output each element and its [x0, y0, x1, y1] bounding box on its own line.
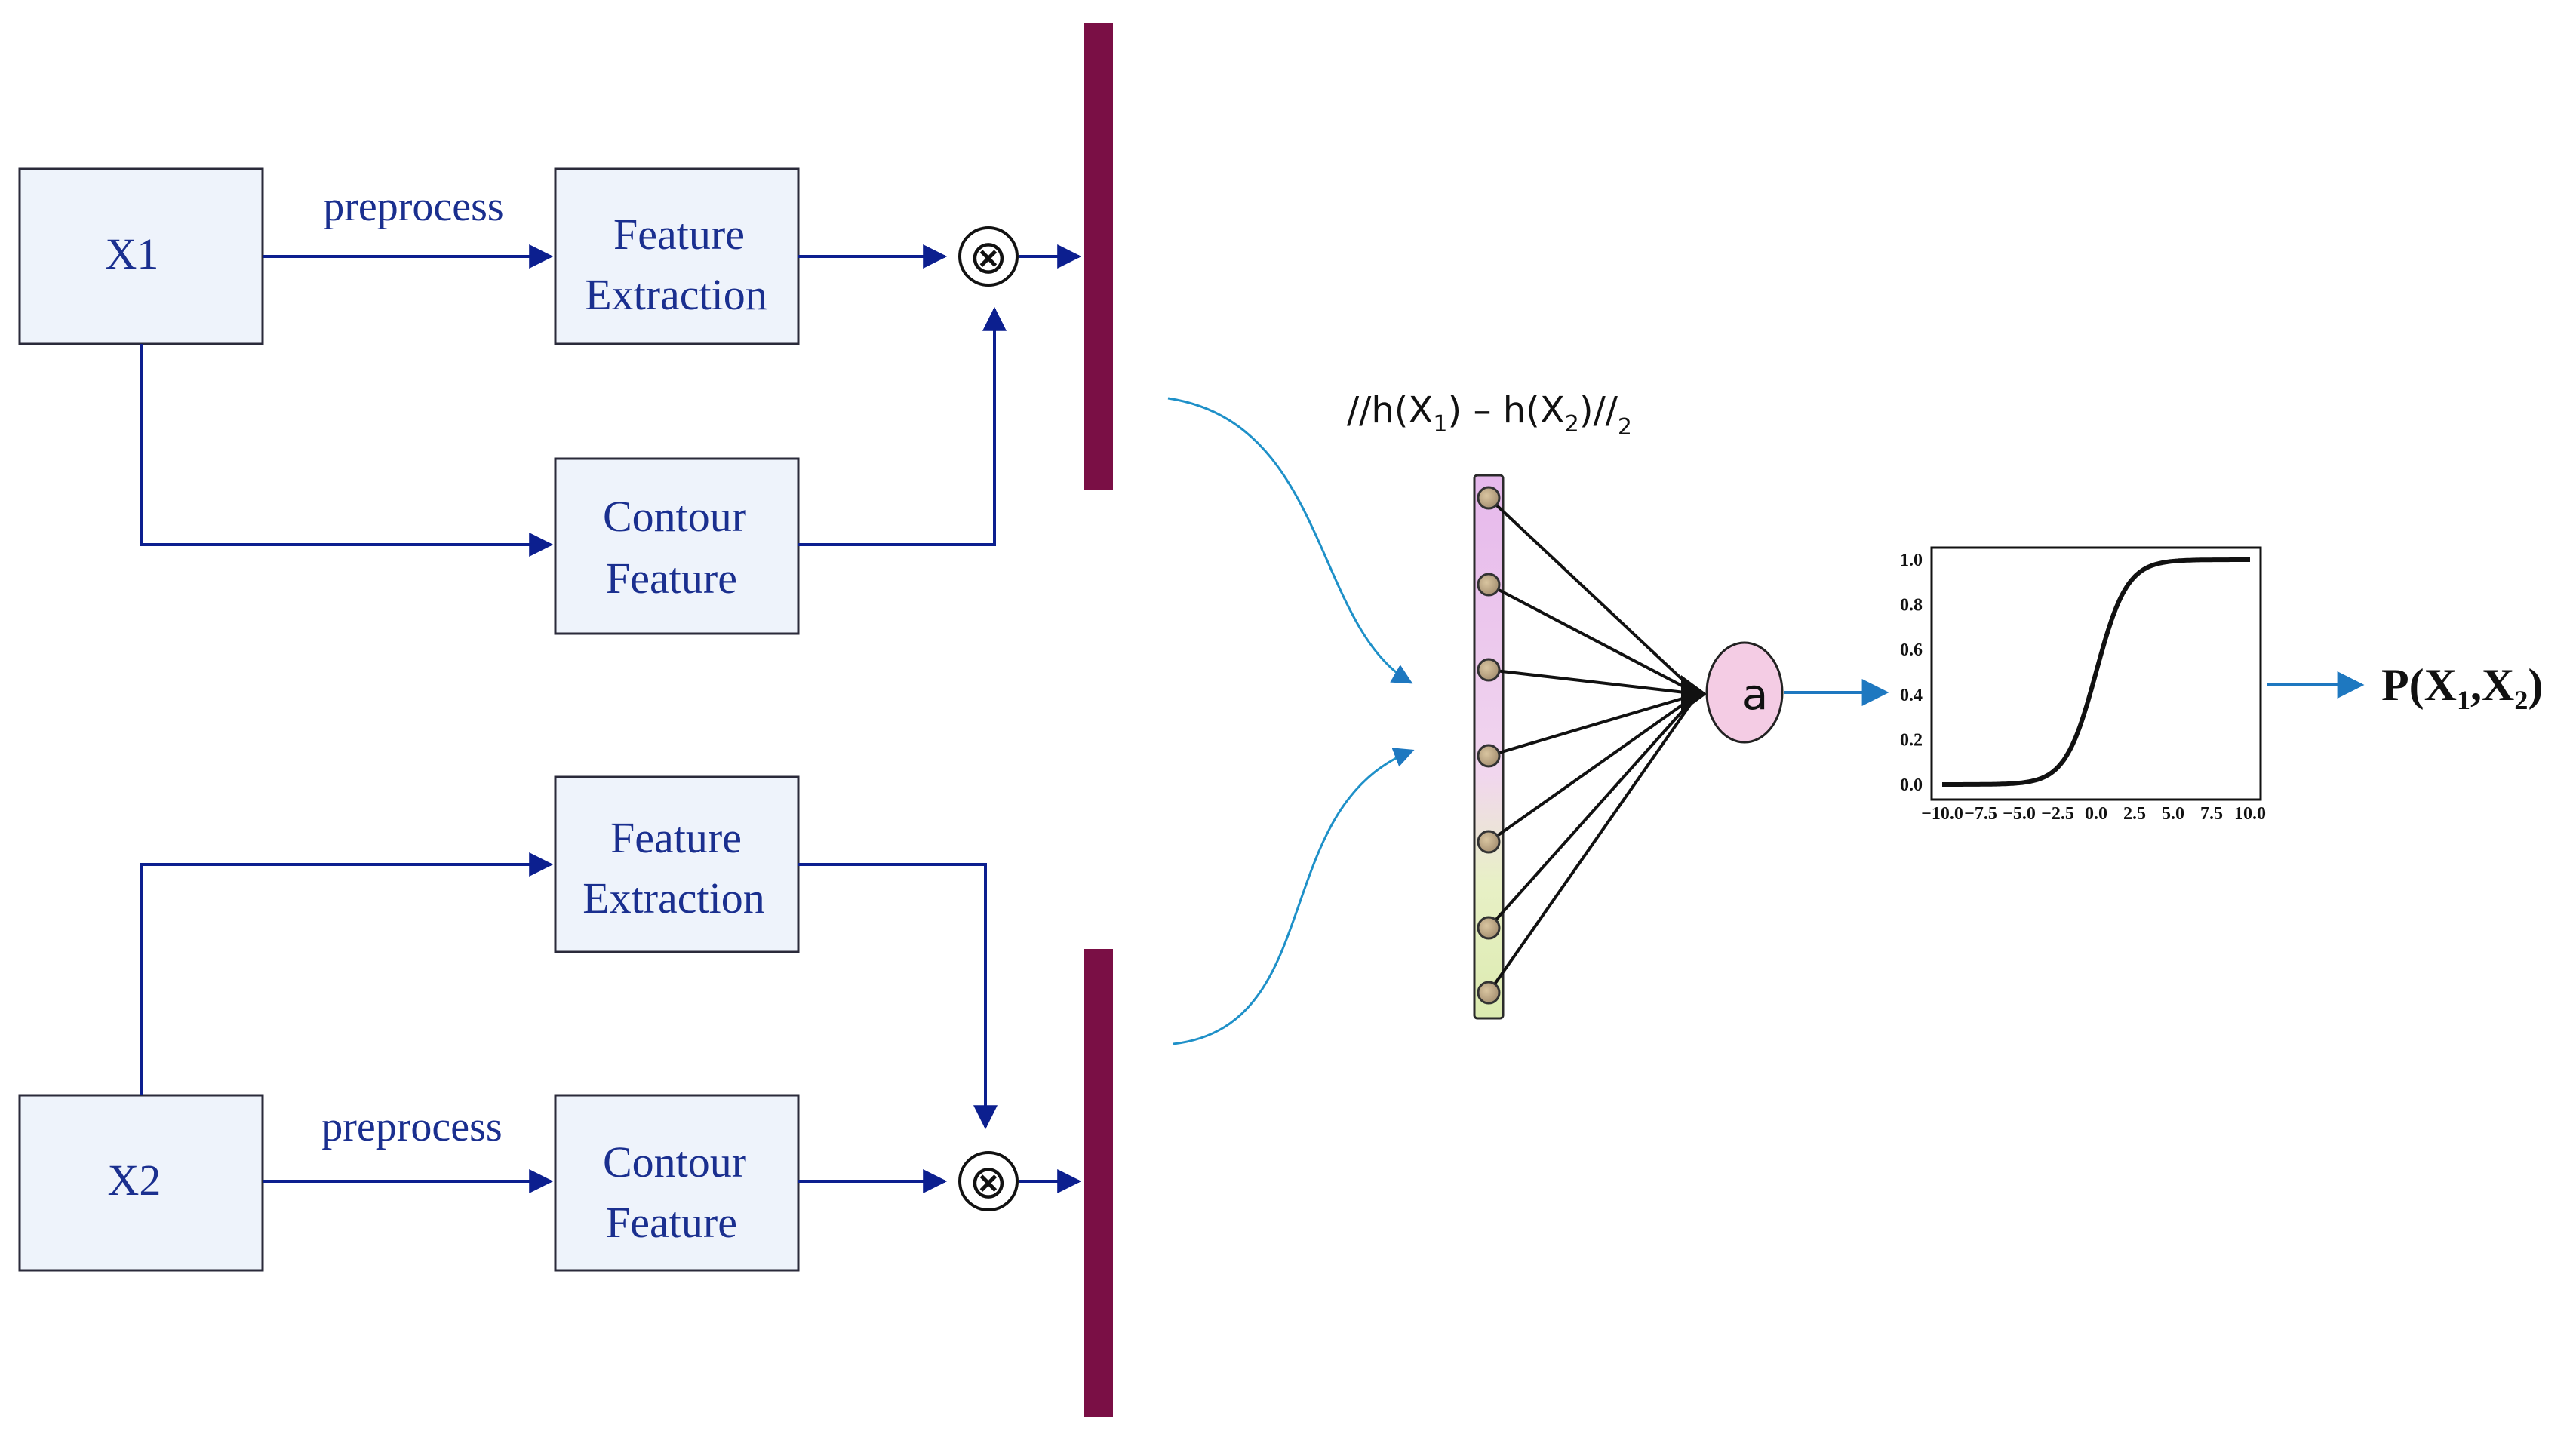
multiply-operator-top	[958, 226, 1019, 287]
y-tick-label: 0.4	[1900, 686, 1923, 705]
connector-x2-to-feature	[140, 852, 554, 1095]
formula-open: //h(X	[1347, 389, 1433, 431]
formula-mid: ) – h(X	[1447, 389, 1564, 431]
input-label-x1: X1	[106, 229, 159, 278]
feature-extraction-label-top-line2: Extraction	[585, 270, 767, 319]
arrow-feature-to-multiply-bottom	[798, 863, 998, 1130]
y-tick-label: 0.8	[1900, 596, 1923, 616]
connection-line	[1487, 692, 1699, 929]
feature-extraction-label-bottom-line1: Feature	[610, 813, 742, 862]
contour-feature-box-top	[554, 457, 800, 635]
layer-node	[1477, 658, 1501, 682]
x-tick-label: −5.0	[2003, 804, 2036, 824]
connections-to-activation	[1487, 496, 1699, 994]
output-sep: ,X	[2470, 660, 2514, 710]
formula-close: )//	[1579, 389, 1618, 431]
y-tick-label: 0.2	[1900, 730, 1923, 750]
distance-layer	[1473, 474, 1707, 1020]
x-tick-label: 2.5	[2123, 804, 2146, 824]
x-tick-label: 10.0	[2234, 804, 2266, 824]
formula-sub2: 2	[1565, 411, 1579, 438]
layer-node	[1477, 830, 1501, 854]
branch-x1: X1 preprocess Feature Extraction Contour…	[18, 23, 1113, 635]
embedding-bar-top	[1084, 23, 1113, 490]
x-tick-label: 5.0	[2162, 804, 2184, 824]
contour-feature-label-bottom-line1: Contour	[603, 1138, 746, 1187]
x-tick-label: −7.5	[1964, 804, 1997, 824]
feature-extraction-label-bottom-line2: Extraction	[583, 874, 765, 923]
formula-sub3: 2	[1618, 414, 1632, 441]
connection-line	[1487, 496, 1699, 695]
embedding-bar-bottom	[1084, 949, 1113, 1417]
curved-arrow-bottom-embedding	[1173, 748, 1415, 1045]
x-tick-label: 7.5	[2200, 804, 2223, 824]
formula-sub1: 1	[1433, 411, 1447, 438]
contour-feature-box-bottom	[554, 1094, 800, 1272]
layer-node	[1477, 486, 1501, 510]
y-tick-label: 0.0	[1900, 775, 1923, 795]
arrow-contour-to-multiply-top	[798, 306, 1007, 546]
connection-arrowhead	[1681, 675, 1707, 713]
sigmoid-x-ticks: −10.0−7.5 −5.0−2.5 0.0 2.5 5.0 7.5 10.0	[1921, 804, 2266, 824]
layer-nodes	[1477, 486, 1501, 1005]
contour-feature-label-top-line2: Feature	[606, 554, 737, 603]
x-tick-label: −10.0	[1921, 804, 1963, 824]
distance-formula: //h(X1) – h(X2)//2	[1347, 389, 1632, 441]
connection-line	[1487, 692, 1699, 994]
connector-x1-to-contour	[140, 344, 554, 557]
curved-arrow-top-embedding	[1167, 397, 1413, 684]
layer-node	[1477, 981, 1501, 1005]
layer-node	[1477, 916, 1501, 940]
multiply-operator-bottom	[958, 1151, 1019, 1211]
output-prefix: P(X	[2381, 660, 2457, 710]
connection-line	[1487, 692, 1699, 843]
svg-text://h(X1) – h(X2)//2: //h(X1) – h(X2)//2	[1347, 389, 1632, 441]
layer-node	[1477, 573, 1501, 597]
y-tick-label: 0.6	[1900, 640, 1923, 660]
multiply-symbol-bottom: ⊗	[969, 1154, 1008, 1209]
activation-label: a	[1742, 671, 1768, 720]
feature-extraction-box-bottom	[554, 775, 800, 953]
preprocess-label-bottom: preprocess	[321, 1104, 502, 1150]
sigmoid-plot: 0.0 0.2 0.4 0.6 0.8 1.0 −10.0−7.5 −5.0−2.5 0.0 2…	[1900, 546, 2266, 824]
contour-feature-label-bottom-line2: Feature	[606, 1198, 737, 1247]
output-suffix: )	[2528, 660, 2543, 710]
multiply-symbol-top: ⊗	[969, 229, 1008, 284]
y-tick-label: 1.0	[1900, 551, 1923, 570]
output-sub2: 2	[2514, 685, 2528, 715]
input-label-x2: X2	[108, 1156, 161, 1205]
connection-line	[1488, 692, 1698, 757]
sigmoid-curve	[1942, 557, 2250, 787]
preprocess-label-top: preprocess	[323, 183, 503, 230]
input-box-x1	[18, 167, 264, 345]
connection-line	[1488, 668, 1698, 695]
output-label: P(X1,X2)	[2381, 660, 2543, 715]
branch-x2: X2 preprocess Feature Extraction Contour…	[18, 775, 1113, 1417]
activation-node: a	[1705, 641, 1784, 744]
feature-extraction-label-top-line1: Feature	[613, 210, 745, 259]
connection-line	[1488, 583, 1698, 695]
x-tick-label: −2.5	[2041, 804, 2074, 824]
feature-extraction-box-top	[554, 167, 800, 345]
contour-feature-label-top-line1: Contour	[603, 492, 746, 541]
x-tick-label: 0.0	[2085, 804, 2107, 824]
layer-node	[1477, 744, 1501, 768]
activation-circle	[1705, 641, 1784, 744]
output-sub1: 1	[2457, 685, 2470, 715]
sigmoid-y-ticks: 0.0 0.2 0.4 0.6 0.8 1.0	[1900, 551, 1923, 795]
